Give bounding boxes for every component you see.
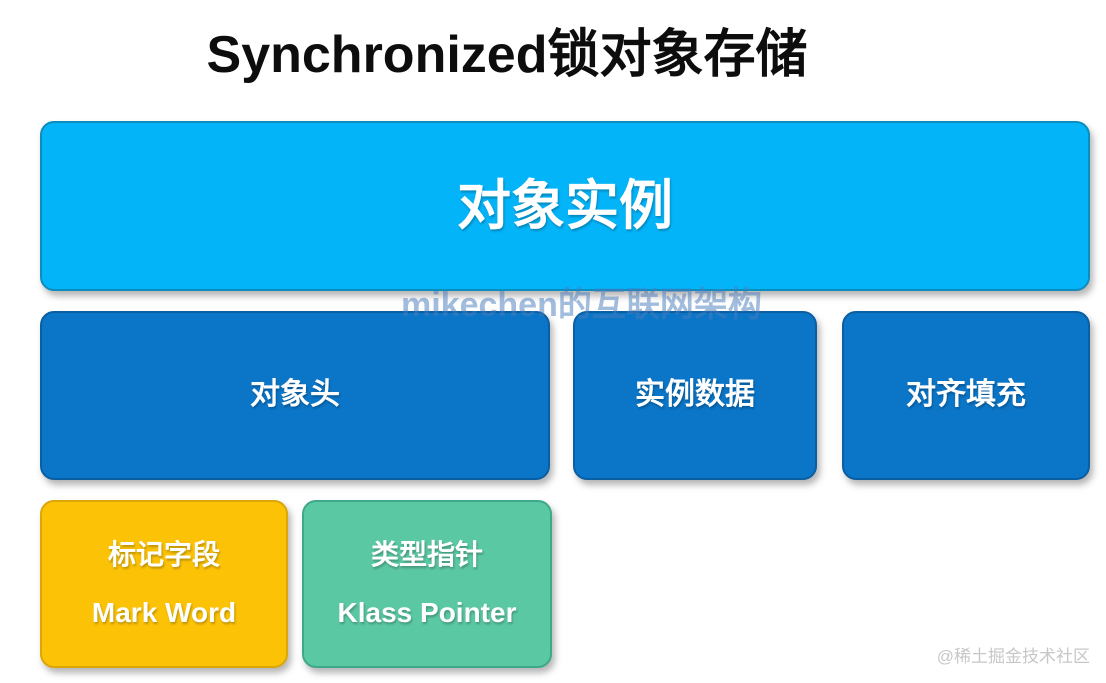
- box-mark-word: 标记字段 Mark Word: [40, 500, 288, 668]
- box-klass-pointer: 类型指针 Klass Pointer: [302, 500, 552, 668]
- box-alignment-padding-label: 对齐填充: [906, 378, 1026, 412]
- box-object-header-label: 对象头: [250, 378, 340, 412]
- box-instance-data: 实例数据: [573, 311, 817, 480]
- box-instance-data-label: 实例数据: [635, 378, 755, 412]
- box-klass-pointer-label-cn: 类型指针: [370, 538, 483, 570]
- box-klass-pointer-label-en: Klass Pointer: [337, 597, 517, 628]
- watermark-juejin-community: @稀土掘金技术社区: [936, 647, 1090, 666]
- box-mark-word-label-cn: 标记字段: [107, 538, 220, 570]
- page-title: Synchronized锁对象存储: [206, 26, 808, 84]
- box-mark-word-label-en: Mark Word: [91, 597, 237, 628]
- box-object-header: 对象头: [40, 311, 550, 480]
- box-object-instance-label: 对象实例: [457, 175, 673, 236]
- box-alignment-padding: 对齐填充: [842, 311, 1090, 480]
- box-object-instance: 对象实例: [40, 121, 1090, 291]
